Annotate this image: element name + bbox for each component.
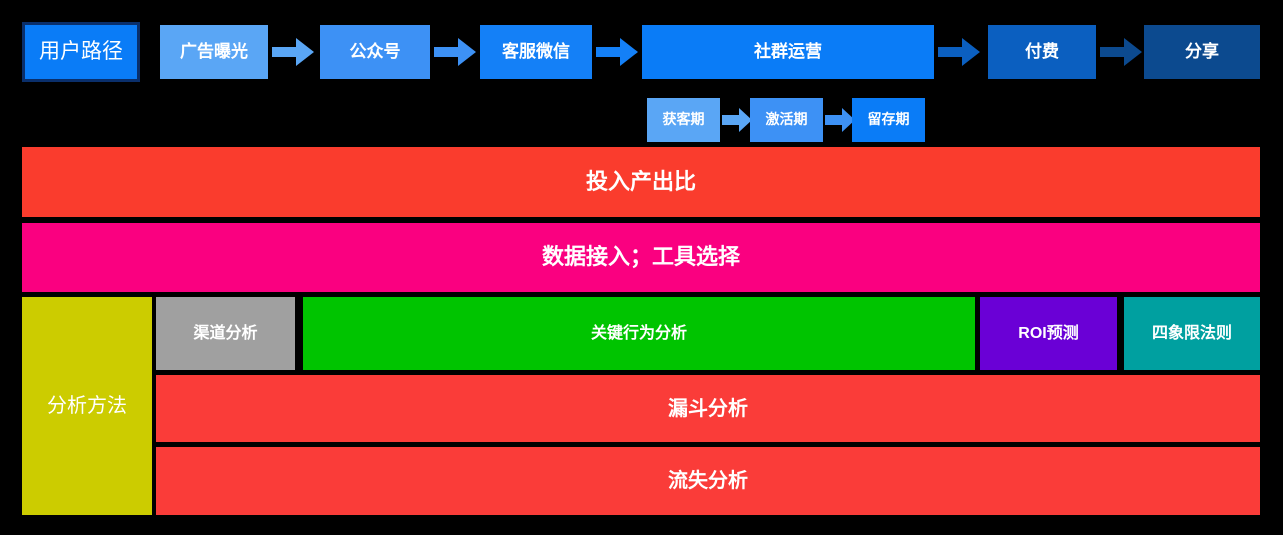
- analysis-label: 关键行为分析: [590, 324, 687, 342]
- analysis-method-label-box: 分析方法: [22, 297, 152, 515]
- stage-box-ad-exposure[interactable]: 广告曝光: [160, 25, 268, 79]
- substage-box-activation[interactable]: 激活期: [750, 98, 823, 142]
- analysis-label: 流失分析: [668, 470, 748, 492]
- flow-arrow-5: [1100, 38, 1142, 66]
- stage-label: 广告曝光: [180, 41, 248, 61]
- band-roi[interactable]: 投入产出比: [22, 147, 1260, 217]
- stage-box-community-operation[interactable]: 社群运营: [642, 25, 934, 79]
- analysis-box-key-behavior[interactable]: 关键行为分析: [303, 297, 975, 370]
- analysis-label: ROI预测: [1018, 324, 1079, 342]
- substage-label: 激活期: [765, 111, 808, 128]
- flow-arrow-3: [596, 38, 638, 66]
- analysis-label: 漏斗分析: [668, 397, 748, 420]
- stage-label: 分享: [1185, 41, 1219, 61]
- analysis-box-channel[interactable]: 渠道分析: [156, 297, 295, 370]
- stage-box-share[interactable]: 分享: [1144, 25, 1260, 79]
- stage-box-service-wechat[interactable]: 客服微信: [480, 25, 592, 79]
- substage-label: 获客期: [662, 111, 705, 128]
- band-label: 数据接入；工具选择: [541, 244, 740, 270]
- stage-label: 客服微信: [502, 41, 570, 61]
- stage-label: 公众号: [349, 41, 401, 61]
- band-label: 投入产出比: [585, 168, 696, 194]
- analysis-method-label-text: 分析方法: [47, 395, 127, 417]
- substage-label: 留存期: [867, 111, 910, 128]
- substage-box-acquisition[interactable]: 获客期: [647, 98, 720, 142]
- user-path-label-text: 用户路径: [39, 40, 123, 64]
- flow-arrow-2: [434, 38, 476, 66]
- substage-arrow-2: [825, 108, 855, 132]
- stage-label: 付费: [1025, 41, 1059, 61]
- substage-box-retention[interactable]: 留存期: [852, 98, 925, 142]
- analysis-box-roi-forecast[interactable]: ROI预测: [980, 297, 1117, 370]
- analysis-box-four-quadrant[interactable]: 四象限法则: [1124, 297, 1260, 370]
- flow-arrow-1: [272, 38, 314, 66]
- analysis-box-churn[interactable]: 流失分析: [156, 447, 1260, 515]
- stage-label: 社群运营: [754, 41, 822, 61]
- stage-box-official-account[interactable]: 公众号: [320, 25, 430, 79]
- substage-arrow-1: [722, 108, 752, 132]
- user-path-label-box: 用户路径: [22, 22, 140, 82]
- stage-box-payment[interactable]: 付费: [988, 25, 1096, 79]
- analysis-box-funnel[interactable]: 漏斗分析: [156, 375, 1260, 442]
- band-data-access[interactable]: 数据接入；工具选择: [22, 223, 1260, 292]
- flow-arrow-4: [938, 38, 980, 66]
- analysis-label: 四象限法则: [1151, 324, 1232, 342]
- analysis-label: 渠道分析: [193, 324, 258, 342]
